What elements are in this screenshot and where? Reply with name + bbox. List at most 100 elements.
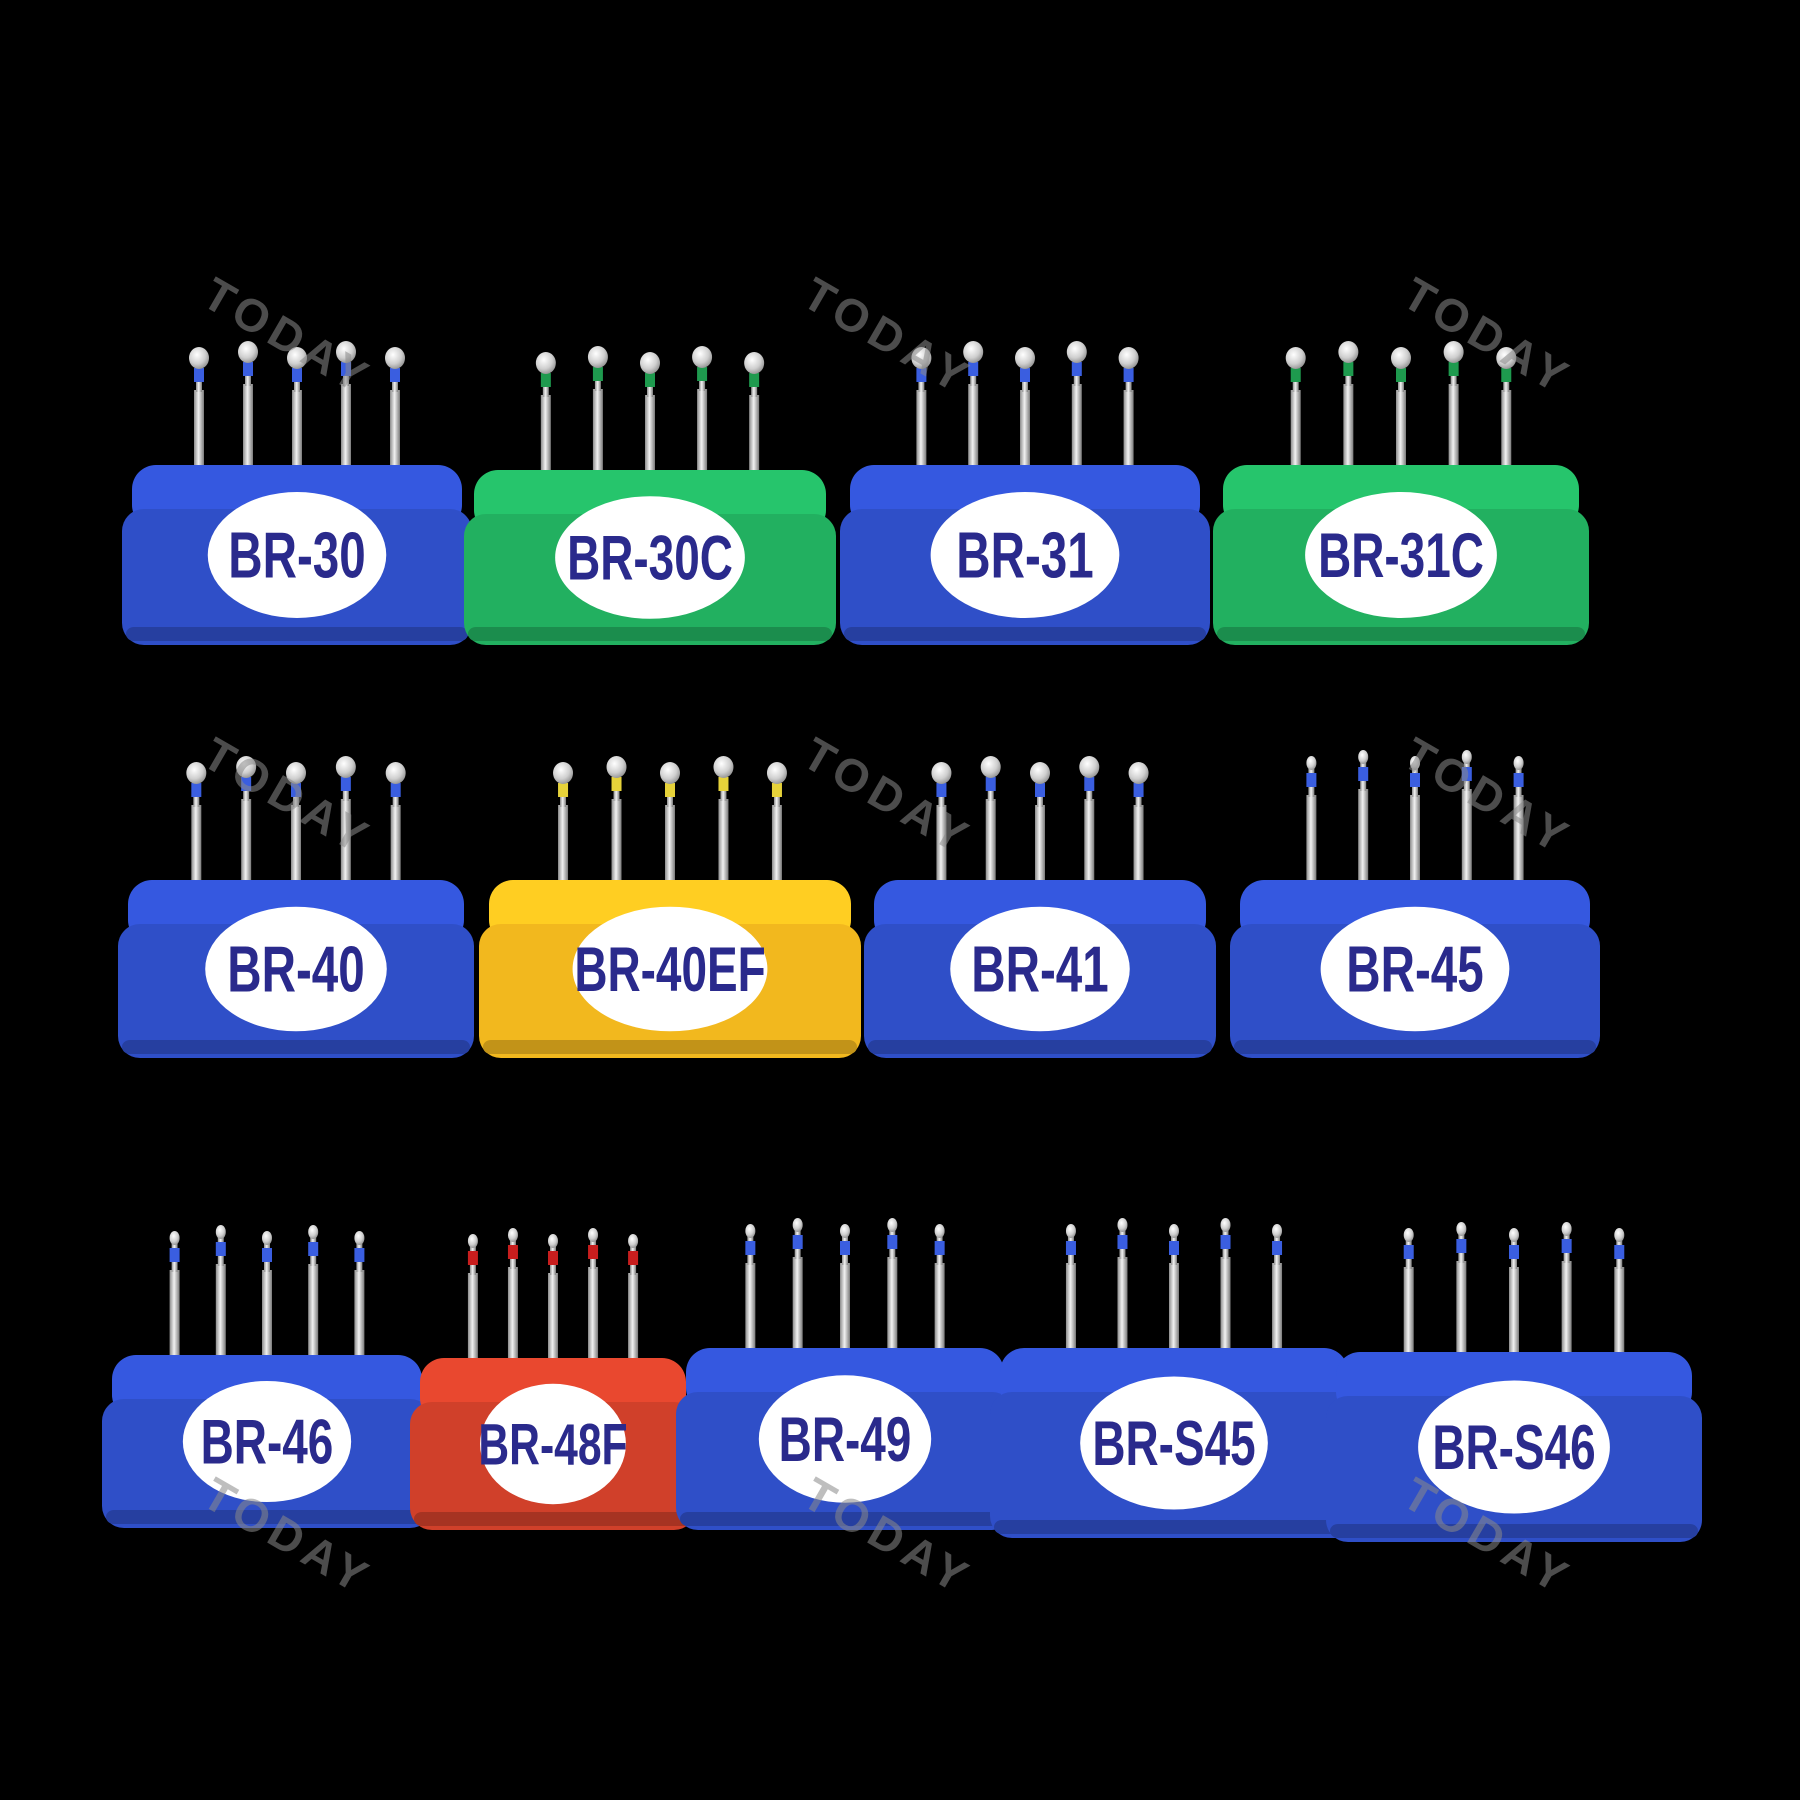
holder-base-shadow [994, 1520, 1354, 1534]
burr-color-band [968, 362, 979, 376]
burr-shaft [645, 395, 655, 480]
burr [980, 756, 1001, 890]
holder-base-shadow [414, 1512, 692, 1526]
burr-color-band [1456, 1239, 1467, 1253]
burr-holder: BR-48F [410, 1228, 696, 1530]
burr [308, 1225, 319, 1365]
burr-holder: BR-S45 [990, 1218, 1358, 1538]
holder-base-shadow [1234, 1040, 1596, 1054]
burr-color-band [665, 783, 675, 797]
burr [336, 341, 356, 475]
burr-color-band [792, 1235, 803, 1249]
burr-color-band [1614, 1245, 1625, 1259]
burr [535, 352, 556, 480]
burr-shaft [1403, 1267, 1414, 1362]
burr-shaft [390, 805, 401, 890]
burr-shaft [390, 390, 400, 475]
burr [713, 756, 734, 890]
burr-shaft [611, 799, 622, 890]
burr-holder: BR-30 [122, 341, 472, 645]
burr-shaft [1020, 390, 1030, 475]
burr [1066, 341, 1087, 475]
burr-diamond-tip [766, 762, 787, 784]
burr-shaft [308, 1264, 319, 1365]
burr [1509, 1228, 1519, 1362]
burr-shaft [934, 1263, 945, 1358]
burr-shaft [1133, 805, 1144, 890]
product-label: BR-48F [478, 1412, 627, 1477]
burr-color-band [916, 368, 927, 382]
product-label: BR-31C [1318, 520, 1484, 591]
holder-base-shadow [680, 1512, 1010, 1526]
burr-color-band [241, 777, 252, 791]
holder-base-shadow [126, 627, 468, 641]
burr-shaft [592, 389, 603, 480]
burr [548, 1234, 558, 1368]
burr [1220, 1218, 1231, 1358]
burr [1117, 1218, 1128, 1358]
burr-diamond-tip [692, 346, 713, 368]
burr-shaft [1410, 795, 1420, 890]
holder-base-shadow [1330, 1524, 1698, 1538]
burr-diamond-tip [186, 762, 207, 784]
burr [1461, 750, 1472, 890]
burr-shaft [540, 395, 551, 480]
burr-holder: BR-S46 [1326, 1222, 1702, 1542]
burr-shaft [1501, 390, 1512, 475]
label-oval [207, 492, 387, 618]
burr-diamond-tip [934, 1224, 945, 1238]
product-label: BR-41 [971, 934, 1108, 1007]
burr-shaft [1343, 384, 1354, 475]
burr-shaft [1220, 1257, 1231, 1358]
burr-color-band [1561, 1239, 1572, 1253]
burr-color-band [645, 373, 655, 387]
burr-diamond-tip [1066, 341, 1087, 363]
product-label: BR-49 [779, 1404, 912, 1475]
burr [587, 346, 608, 480]
burr-diamond-tip [840, 1224, 850, 1238]
burr-color-band [887, 1235, 898, 1249]
burr-color-band [1410, 773, 1420, 787]
burr-diamond-tip [963, 341, 984, 363]
burr-diamond-tip [1118, 347, 1139, 369]
burr-shaft [1456, 1261, 1467, 1362]
burr-diamond-tip [238, 341, 258, 363]
burr-shaft [968, 384, 979, 475]
burr-shaft [1084, 799, 1095, 890]
holder-base-shadow [844, 627, 1206, 641]
label-oval [555, 496, 745, 619]
label-oval [205, 906, 387, 1032]
burr-color-band [1343, 362, 1354, 376]
burr-shaft [916, 390, 927, 475]
burr-color-band [1513, 773, 1524, 787]
burr-diamond-tip [287, 347, 307, 369]
burr-shaft [745, 1263, 756, 1358]
burr [588, 1228, 599, 1368]
burr-holder: BR-40EF [479, 756, 861, 1058]
burr-color-band [1071, 362, 1082, 376]
burr-shaft [262, 1270, 272, 1365]
burr-shaft [1035, 805, 1045, 890]
burr-shaft [169, 1270, 180, 1365]
label-oval [1305, 492, 1497, 618]
burr [286, 762, 306, 890]
burr-color-band [467, 1251, 478, 1265]
burr-diamond-tip [1391, 347, 1411, 369]
burr-shaft [1513, 795, 1524, 890]
burr-color-band [548, 1251, 558, 1265]
burr [934, 1224, 945, 1358]
burr [169, 1231, 180, 1365]
burr-diamond-tip [1285, 347, 1306, 369]
burr-diamond-tip [911, 347, 932, 369]
burr-diamond-tip [1461, 750, 1472, 764]
burr [1513, 756, 1524, 890]
burr-color-band [262, 1248, 272, 1262]
label-oval [480, 1383, 626, 1505]
burr-diamond-tip [169, 1231, 180, 1245]
burr [660, 762, 680, 890]
burr-diamond-tip [1079, 756, 1100, 778]
product-label: BR-45 [1346, 934, 1483, 1007]
burr-color-band [354, 1248, 365, 1262]
burr-diamond-tip [535, 352, 556, 374]
burr [1338, 341, 1359, 475]
